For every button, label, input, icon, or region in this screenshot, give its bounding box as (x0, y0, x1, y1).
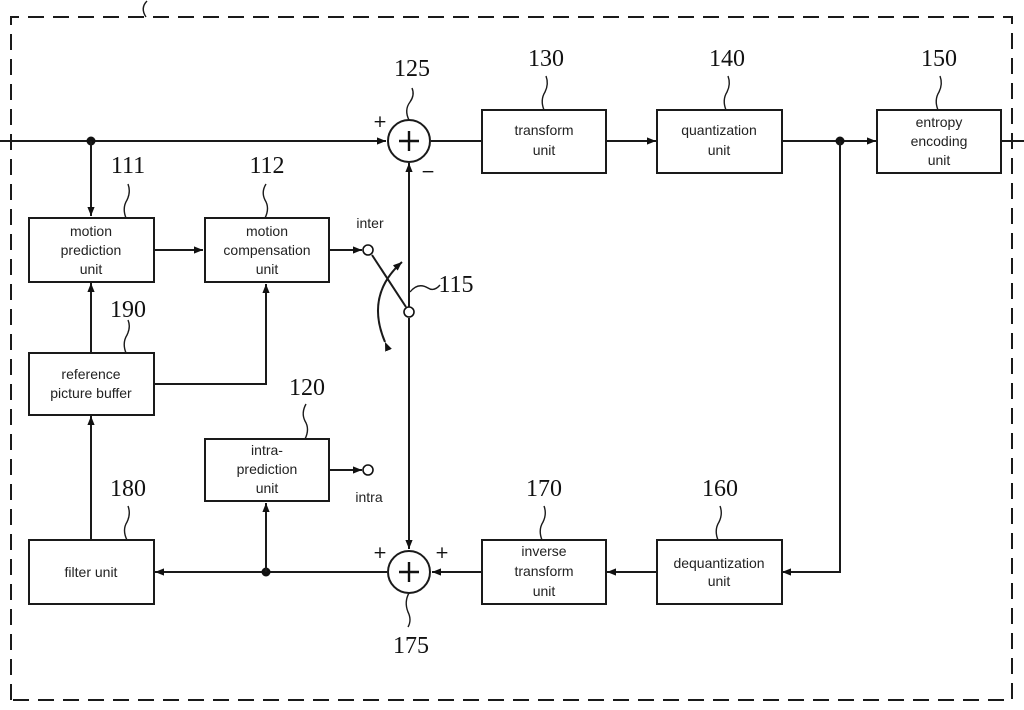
quantization-unit: quantization unit 140 (656, 46, 783, 174)
block-label: unit (256, 480, 279, 496)
block-label: picture buffer (50, 385, 132, 401)
block-label: compensation (223, 242, 310, 258)
entropy-encoding-unit: entropy encoding unit 150 (876, 46, 1002, 174)
ref-180: 180 (110, 476, 146, 502)
block-label: transform (514, 122, 573, 138)
switch-pivot-terminal (403, 306, 415, 318)
block-label: reference (61, 366, 120, 382)
ref-160: 160 (702, 476, 738, 502)
ref-115: 115 (438, 272, 473, 298)
block-label: intra- (251, 442, 283, 458)
block-label: motion (70, 223, 112, 239)
switch-115: inter intra 115 (355, 215, 473, 505)
leader-170 (539, 505, 546, 541)
motion-compensation-unit: motion compensation unit 112 (204, 153, 330, 283)
block-label: prediction (237, 461, 298, 477)
ref-111: 111 (111, 153, 145, 179)
block-label: quantization (681, 122, 757, 138)
filter-unit: filter unit 180 (28, 476, 155, 605)
ref-170: 170 (526, 476, 562, 502)
block-label: encoding (911, 133, 968, 149)
intra-prediction-unit: intra- prediction unit 120 (204, 375, 330, 502)
leader-111 (123, 183, 130, 219)
block-label: unit (533, 583, 556, 599)
ref-190: 190 (110, 297, 146, 323)
switch-toggle-arrow (377, 261, 403, 352)
block-label: unit (928, 152, 951, 168)
leader-120 (302, 403, 309, 440)
leader-130 (541, 75, 548, 111)
motion-prediction-unit: motion prediction unit 111 (28, 153, 155, 283)
encoder-boundary (10, 0, 1013, 701)
block-label: unit (256, 261, 279, 277)
ref-120: 120 (289, 375, 325, 401)
leader-150 (935, 75, 942, 111)
adder-175-right-plus-sign: + (435, 543, 449, 563)
leader-190 (123, 319, 130, 354)
leader-125 (406, 87, 414, 121)
reference-picture-buffer: reference picture buffer 190 (28, 297, 155, 416)
leader-115 (409, 284, 441, 293)
block-label: transform (514, 563, 573, 579)
leader-180 (123, 505, 130, 541)
block-label: motion (246, 223, 288, 239)
ref-130: 130 (528, 46, 564, 72)
intra-terminal (362, 464, 374, 476)
leader-160 (715, 505, 722, 541)
wires (0, 136, 1024, 577)
ref-175: 175 (393, 633, 429, 659)
ref-125: 125 (394, 56, 430, 82)
block-label: entropy (916, 114, 963, 130)
block-label: prediction (61, 242, 122, 258)
wire-190-to-112 (154, 284, 270, 385)
block-label: unit (708, 573, 731, 589)
ref-140: 140 (709, 46, 745, 72)
block-label: unit (708, 142, 731, 158)
block-label: filter unit (65, 564, 118, 580)
ref-112: 112 (249, 153, 284, 179)
transform-unit: transform unit 130 (481, 46, 607, 174)
block-label: unit (533, 142, 556, 158)
leader-140 (723, 75, 730, 111)
adder-125: + − 125 (373, 56, 435, 182)
block-label: dequantization (673, 555, 764, 571)
wire-140-to-160 (782, 141, 841, 576)
adder-175-left-plus-sign: + (373, 543, 387, 563)
inter-terminal (362, 244, 374, 256)
block-label: unit (80, 261, 103, 277)
intra-label: intra (355, 489, 382, 505)
leader-112 (262, 183, 269, 219)
leader-175 (405, 592, 411, 628)
adder-175: + + 175 (373, 543, 449, 659)
adder-125-minus-sign: − (421, 162, 435, 182)
inverse-transform-unit: inverse transform unit 170 (481, 476, 607, 605)
inter-label: inter (356, 215, 384, 231)
dequantization-unit: dequantization unit 160 (656, 476, 783, 605)
block-label: inverse (521, 543, 566, 559)
ref-150: 150 (921, 46, 957, 72)
adder-125-plus-sign: + (373, 112, 387, 132)
